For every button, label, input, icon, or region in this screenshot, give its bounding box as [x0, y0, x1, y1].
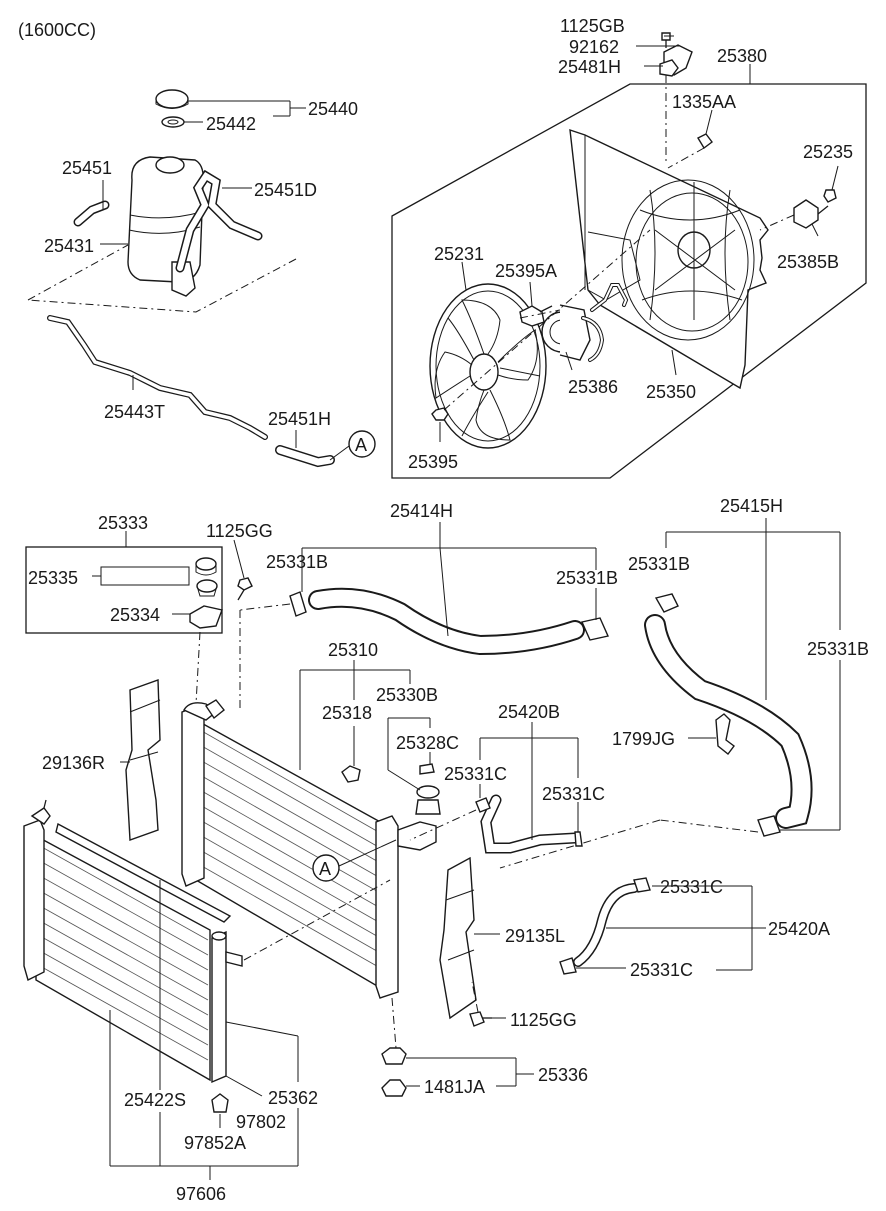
- upper-radiator-hose: [239, 522, 609, 710]
- drain-plug-25318: [341, 765, 361, 783]
- radiator-cap: [416, 785, 440, 799]
- bolt-1125gg-bottom: [469, 1011, 485, 1027]
- callout-25231: 25231: [434, 244, 484, 264]
- callout-1125gb: 1125GB: [560, 16, 625, 36]
- callout-25310: 25310: [328, 640, 378, 660]
- callout-25481h: 25481H: [558, 57, 621, 77]
- callout-25362: 25362: [268, 1088, 318, 1108]
- callout-25331c-1: 25331C: [444, 764, 507, 784]
- callout-1799jg: 1799JG: [612, 729, 675, 749]
- mount-insulator-lower: [196, 579, 218, 593]
- resistor-25385b: [793, 199, 819, 229]
- connector-ref-a-top: [348, 430, 376, 458]
- callout-25385b: 25385B: [777, 252, 839, 272]
- callout-97802: 97802: [236, 1112, 286, 1132]
- hose-clamp-25331b-3: [654, 593, 679, 613]
- callout-97606: 97606: [176, 1184, 226, 1204]
- mount-bracket-kit: [25, 531, 253, 705]
- hose-clamp-25331c-4: [559, 957, 577, 975]
- callout-25420a: 25420A: [768, 919, 830, 939]
- callout-25331c-4: 25331C: [630, 960, 693, 980]
- callout-25440: 25440: [308, 99, 358, 119]
- receiver-drier: [211, 930, 227, 1084]
- callout-29136r: 29136R: [42, 753, 105, 773]
- callout-25415h: 25415H: [720, 496, 783, 516]
- callout-25350: 25350: [646, 382, 696, 402]
- callout-25331c-2: 25331C: [542, 784, 605, 804]
- callout-25331b-4: 25331B: [807, 639, 869, 659]
- callout-25422s: 25422S: [124, 1090, 186, 1110]
- fan-shroud-assembly: [391, 32, 867, 479]
- callout-97852a: 97852A: [184, 1133, 246, 1153]
- callout-25451d: 25451D: [254, 180, 317, 200]
- callout-1335aa: 1335AA: [672, 92, 736, 112]
- radiator-assembly: [181, 660, 441, 1049]
- air-guard-29135l: [439, 856, 477, 1020]
- callout-25331c-3: 25331C: [660, 877, 723, 897]
- callout-92162: 92162: [569, 37, 619, 57]
- hose-clamp-25331c-1: [475, 797, 491, 813]
- nut-25395: [431, 407, 449, 421]
- heater-hose-25420a: [559, 877, 766, 975]
- insulator-1481ja: [381, 1079, 407, 1097]
- plug-97802: [211, 1093, 229, 1113]
- callout-25336: 25336: [538, 1065, 588, 1085]
- hose-clamp-25331b-1: [289, 591, 307, 617]
- callout-25328c: 25328C: [396, 733, 459, 753]
- grommet-25481h: [659, 59, 679, 77]
- callout-25318: 25318: [322, 703, 372, 723]
- insulator-25336: [381, 1047, 407, 1065]
- callout-25331b-1: 25331B: [266, 552, 328, 572]
- callout-1125gg-bottom: 1125GG: [510, 1010, 577, 1030]
- fan-leaders: [439, 35, 839, 442]
- connector-ref-a-mid: [312, 854, 340, 882]
- callout-25395a: 25395A: [495, 261, 557, 281]
- condenser-assembly: [23, 799, 391, 1180]
- bottom-fasteners: [381, 981, 534, 1097]
- callout-25334: 25334: [110, 605, 160, 625]
- callout-25335: 25335: [28, 568, 78, 588]
- callout-25380: 25380: [717, 46, 767, 66]
- hose-clamp-25331b-2: [581, 617, 609, 641]
- hose-clamp-25331c-2: [574, 831, 583, 847]
- callout-25431: 25431: [44, 236, 94, 256]
- callout-25443t: 25443T: [104, 402, 165, 422]
- callout-25395: 25395: [408, 452, 458, 472]
- clip-1335aa: [697, 133, 713, 150]
- callout-25442: 25442: [206, 114, 256, 134]
- hose-clamp-25331b-4: [757, 815, 781, 837]
- callout-25331b-2: 25331B: [556, 568, 618, 588]
- reservoir-tank-assembly: A: [27, 89, 376, 468]
- callout-25420b: 25420B: [498, 702, 560, 722]
- callout-25414h: 25414H: [390, 501, 453, 521]
- reservoir-leaders: [100, 100, 306, 448]
- callout-25451: 25451: [62, 158, 112, 178]
- screw-25235: [823, 189, 837, 203]
- mount-insulator-upper: [195, 557, 217, 571]
- air-guards: [120, 679, 500, 1020]
- bolt-1125gg-top: [237, 577, 253, 591]
- air-guard-29136r: [125, 679, 161, 841]
- bypass-hose-25420b: [409, 722, 583, 854]
- connector-ref-a-top-label: A: [355, 435, 367, 455]
- callout-25386: 25386: [568, 377, 618, 397]
- lower-radiator-hose: [499, 518, 841, 869]
- callout-1481ja: 1481JA: [424, 1077, 485, 1097]
- cap-seal: [161, 116, 185, 128]
- hose-clip-1799jg: [715, 713, 735, 755]
- callout-1125gg-top: 1125GG: [206, 521, 273, 541]
- callout-25235: 25235: [803, 142, 853, 162]
- callout-25330b: 25330B: [376, 685, 438, 705]
- connector-ref-a-mid-label: A: [319, 859, 331, 879]
- reservoir-cap: [155, 89, 189, 109]
- callout-29135l: 29135L: [505, 926, 565, 946]
- hose-clamp-25331c-3: [633, 877, 651, 893]
- callout-25331b-3: 25331B: [628, 554, 690, 574]
- mount-bracket-25334: [189, 605, 223, 629]
- engine-variant-label: (1600CC): [18, 20, 96, 40]
- callout-25451h: 25451H: [268, 409, 331, 429]
- callout-25333: 25333: [98, 513, 148, 533]
